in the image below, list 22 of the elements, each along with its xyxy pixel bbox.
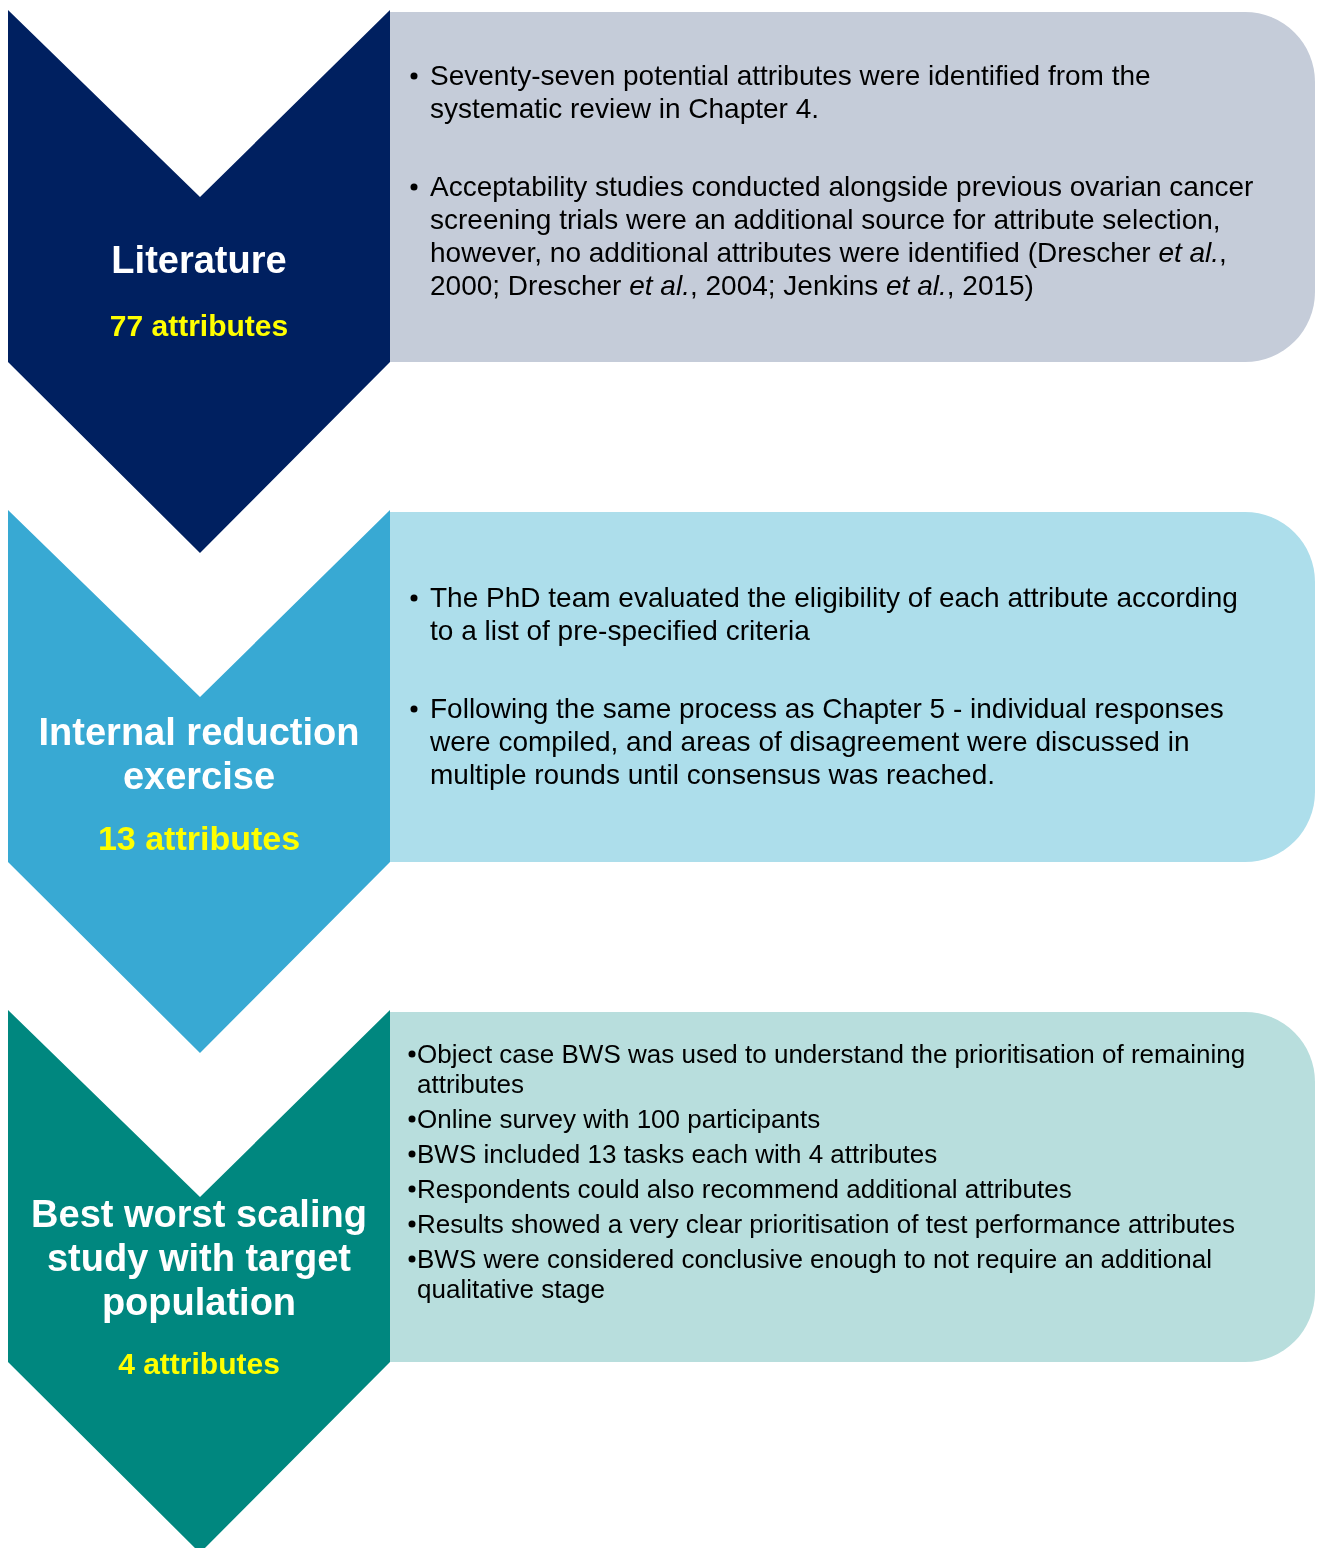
stage-chevron-band xyxy=(8,510,390,1053)
stage-title: Best worst scaling study with target population xyxy=(30,1192,368,1324)
text-panel xyxy=(390,512,1315,862)
bullet-text: The PhD team evaluated the eligibility of each attribute according to a list of pre-specified criteria xyxy=(430,581,1239,647)
attribute-count: 13 attributes xyxy=(96,818,302,859)
stage-title: Internal reduction exercise xyxy=(37,710,361,798)
bullet-text: Results showed a very clear prioritisation of test performance attributes xyxy=(417,1209,1236,1239)
bullet-text: Following the same process as Chapter 5 - individual responses were compiled, and areas of disagreement were discussed in multiple rounds until consensus was reached. xyxy=(430,692,1225,791)
bullet-text: Online survey with 100 participants xyxy=(417,1104,822,1134)
stage-title: Literature xyxy=(110,238,288,282)
attribute-count: 77 attributes xyxy=(108,308,290,344)
bullet-text: Object case BWS was used to understand the prioritisation of remaining attributes xyxy=(417,1039,1247,1099)
bullet-text: BWS were considered conclusive enough to not require an additional qualitative stage xyxy=(417,1244,1213,1304)
bullet-text: BWS included 13 tasks each with 4 attributes xyxy=(417,1139,939,1169)
attribute-count: 4 attributes xyxy=(117,1346,281,1382)
text-panel xyxy=(390,12,1315,362)
bullet-text: Respondents could also recommend additional attributes xyxy=(417,1174,1073,1204)
stage-chevron-band xyxy=(8,10,390,553)
stage-chevron-band xyxy=(8,1010,390,1548)
text-panel xyxy=(390,1012,1315,1362)
bullet-text: Acceptability studies conducted alongside previous ovarian cancer screening trials were an additional source for attribute selection, however, no additional attributes were identified (Drescher et al., 2000; Drescher et al., 2004; Jenkins et al., 2015) xyxy=(430,170,1255,302)
bullet-text: Seventy-seven potential attributes were identified from the systematic review in Chapter 4. xyxy=(430,59,1152,125)
